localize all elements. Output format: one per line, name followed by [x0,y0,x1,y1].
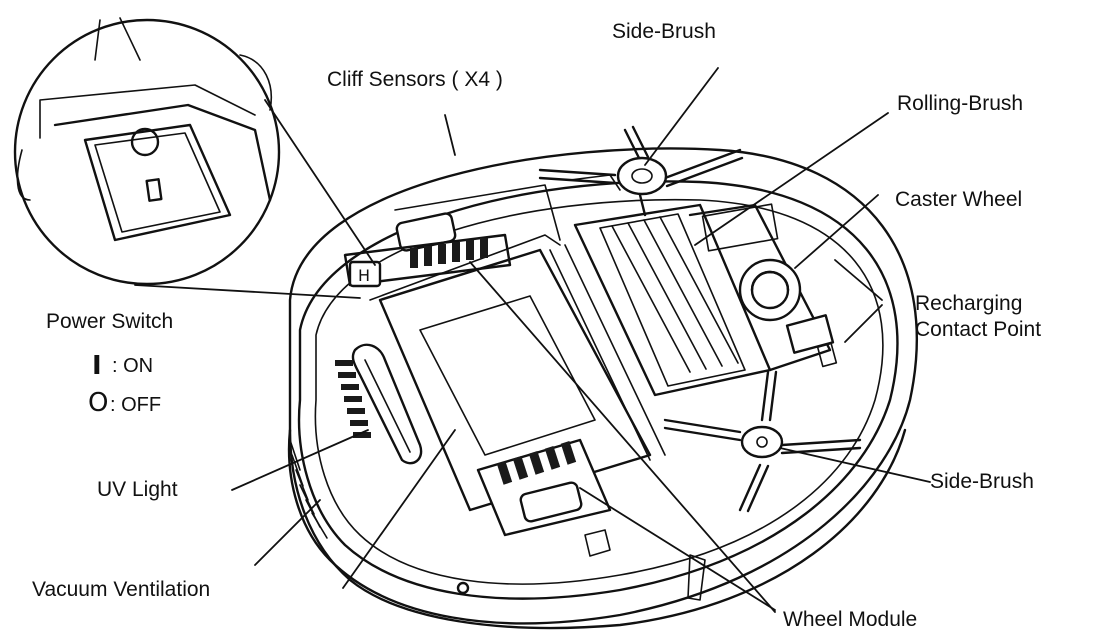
label-uv-light: UV Light [97,478,178,501]
uv-light-lamp [335,343,423,465]
side-brush-top [538,125,744,217]
svg-text:H: H [358,266,370,285]
power-off-circle-icon: O [88,388,109,418]
leader-lines [134,67,931,613]
label-off: : OFF [110,394,162,416]
label-on: : ON [112,355,154,377]
label-cliff-sensors: Cliff Sensors ( X4 ) [327,68,503,91]
front-wheel-cluster: H [343,212,512,288]
recharging-contact [785,314,838,368]
side-brush-bottom [663,370,862,513]
label-vacuum-ventilation: Vacuum Ventilation [32,578,211,601]
label-side-brush-bottom: Side-Brush [930,470,1034,493]
label-recharging-line2: Contact Point [915,318,1042,341]
vacuum-vent-slats [289,439,328,539]
caster-wheel [701,203,802,322]
label-power-switch: Power Switch [46,310,174,333]
label-recharging-line1: Recharging [915,292,1023,315]
label-wheel-module: Wheel Module [783,608,918,631]
power-on-bar-icon: I [92,351,102,381]
rear-wheel-module [476,438,612,537]
label-rolling-brush: Rolling-Brush [897,92,1024,115]
label-caster-wheel: Caster Wheel [895,188,1023,211]
label-side-brush-top: Side-Brush [612,20,716,43]
power-switch-inset [13,17,281,286]
